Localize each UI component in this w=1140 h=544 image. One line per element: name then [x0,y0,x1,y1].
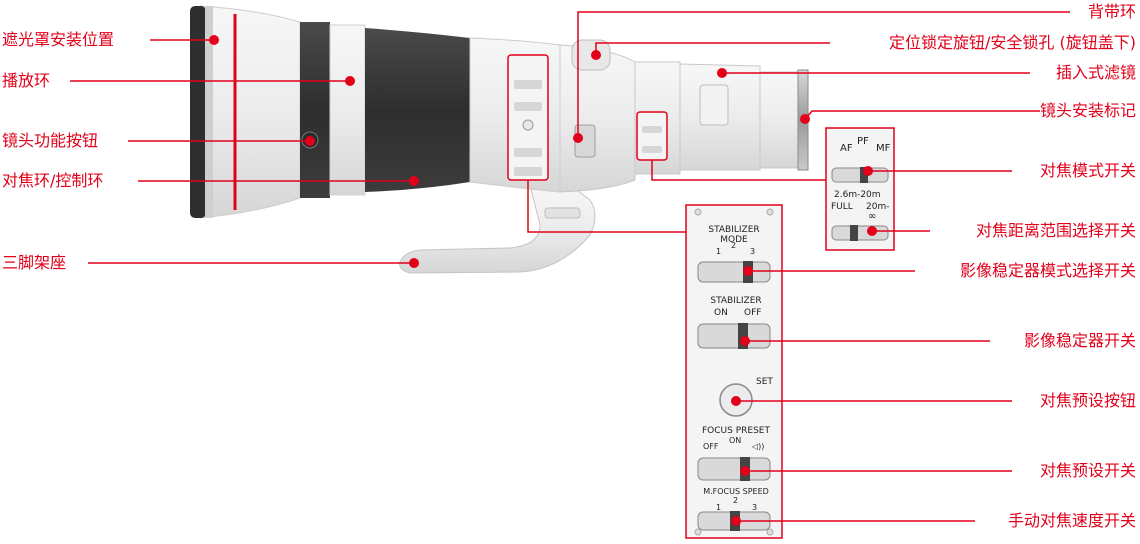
preset-off: OFF [703,442,719,451]
af-text: AF [840,143,853,154]
label-focus-preset-button: 对焦预设按钮 [1039,391,1136,410]
is-off: OFF [744,308,761,318]
mode-3: 3 [750,247,755,256]
callout-dot-focus-preset-switch [740,466,750,476]
is-title: STABILIZER [710,296,761,306]
label-strap-mount: 背带环 [1087,2,1136,21]
callout-line-mount-index [804,110,1040,120]
infinity-text: ∞ [868,211,876,222]
callout-dot-lock-knob [591,50,601,60]
callout-dot-mf-speed-switch [731,516,741,526]
label-tripod-mount: 三脚架座 [2,253,67,272]
callout-line-lock-knob [595,42,830,55]
callout-dot-focus-distance-switch [867,226,877,236]
lens-switch-panel-small [507,54,668,181]
callout-dot-mount-index [800,114,810,124]
callout-dot-playback-ring [345,76,355,86]
label-mount-index: 镜头安装标记 [1039,101,1136,120]
full-text: FULL [831,202,853,212]
lens-hood [190,5,301,219]
callout-dot-hood-mount [209,35,219,45]
callout-dot-is-mode-switch [743,266,753,276]
is-on: ON [714,308,728,318]
speed-3: 3 [752,503,757,512]
preset-title: FOCUS PRESET [702,426,770,436]
label-focus-distance-switch: 对焦距离范围选择开关 [975,221,1136,240]
label-drop-in-filter: 插入式滤镜 [1055,63,1136,82]
pf-text: PF [857,136,869,147]
speed-1: 1 [716,503,721,512]
callout-dot-tripod-mount [409,258,419,268]
mode-2: 2 [731,241,736,250]
label-is-mode-switch: 影像稳定器模式选择开关 [959,261,1136,280]
tripod-foot [399,184,596,274]
callout-dot-strap-mount [573,133,583,143]
callout-dot-focus-preset-button [731,396,741,406]
label-focus-preset-switch: 对焦预设开关 [1039,461,1136,480]
callout-lines [70,11,1070,526]
label-focus-control-ring: 对焦环/控制环 [2,171,104,190]
near-text: 20m- [866,202,889,212]
panel-connectors [527,160,826,233]
mf-text: MF [876,143,891,154]
label-lock-knob: 定位锁定旋钮/安全锁孔 (旋钮盖下) [889,33,1136,52]
speed-title: M.FOCUS SPEED [703,487,769,496]
mode-title-2: MODE [720,235,748,245]
label-focus-mode-switch: 对焦模式开关 [1039,161,1136,180]
callout-dot-drop-in-filter [717,68,727,78]
speed-2: 2 [733,496,738,505]
callout-line-strap-mount [577,11,1070,138]
callout-dot-focus-mode-switch [863,166,873,176]
callout-dot-is-switch [740,336,750,346]
focus-switch-panel: AF PF MF 2.6m-20m FULL 20m- ∞ [825,127,895,251]
mode-title-1: STABILIZER [708,225,759,235]
preset-on: ON [729,436,741,445]
label-hood-mount: 遮光罩安装位置 [2,30,115,49]
set-text: SET [756,377,773,387]
stabilizer-switch-panel: STABILIZER MODE 1 2 3 STABILIZER ON OFF … [685,204,783,539]
callout-dot-focus-control-ring [409,176,419,186]
label-mf-speed-switch: 手动对焦速度开关 [1007,511,1136,530]
range-text: 2.6m-20m [834,190,881,200]
label-lens-function-button: 镜头功能按钮 [2,131,99,150]
mode-1: 1 [716,247,721,256]
label-playback-ring: 播放环 [2,71,51,90]
label-is-switch: 影像稳定器开关 [1023,331,1136,350]
callout-dot-lens-function-button [305,136,315,146]
preset-sound-icon: ◁)) [751,442,764,451]
lock-knob [571,39,611,158]
